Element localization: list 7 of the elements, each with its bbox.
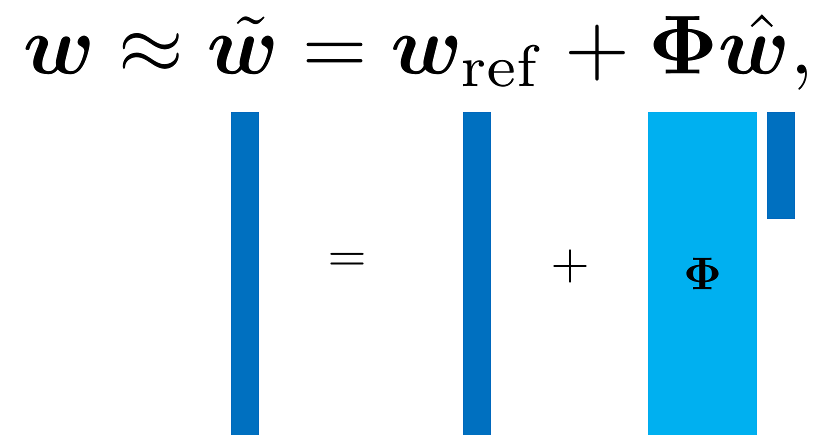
vector-bar	[231, 112, 259, 435]
formula-title: $\boldsymbol{w} \approx \tilde{\boldsymbol{w}} = \boldsymbol{w}_{\mathrm{ref}} + \boldsymbol{\Phi}\hat{\boldsymbol{w}},$	[26, 14, 807, 90]
matrix-block: $\boldsymbol{\Phi}$	[648, 112, 757, 435]
vector-bar	[463, 112, 491, 435]
operator-sign: $=$	[330, 252, 364, 264]
operator-sign: $+$	[553, 249, 587, 283]
vector-bar	[767, 112, 795, 219]
